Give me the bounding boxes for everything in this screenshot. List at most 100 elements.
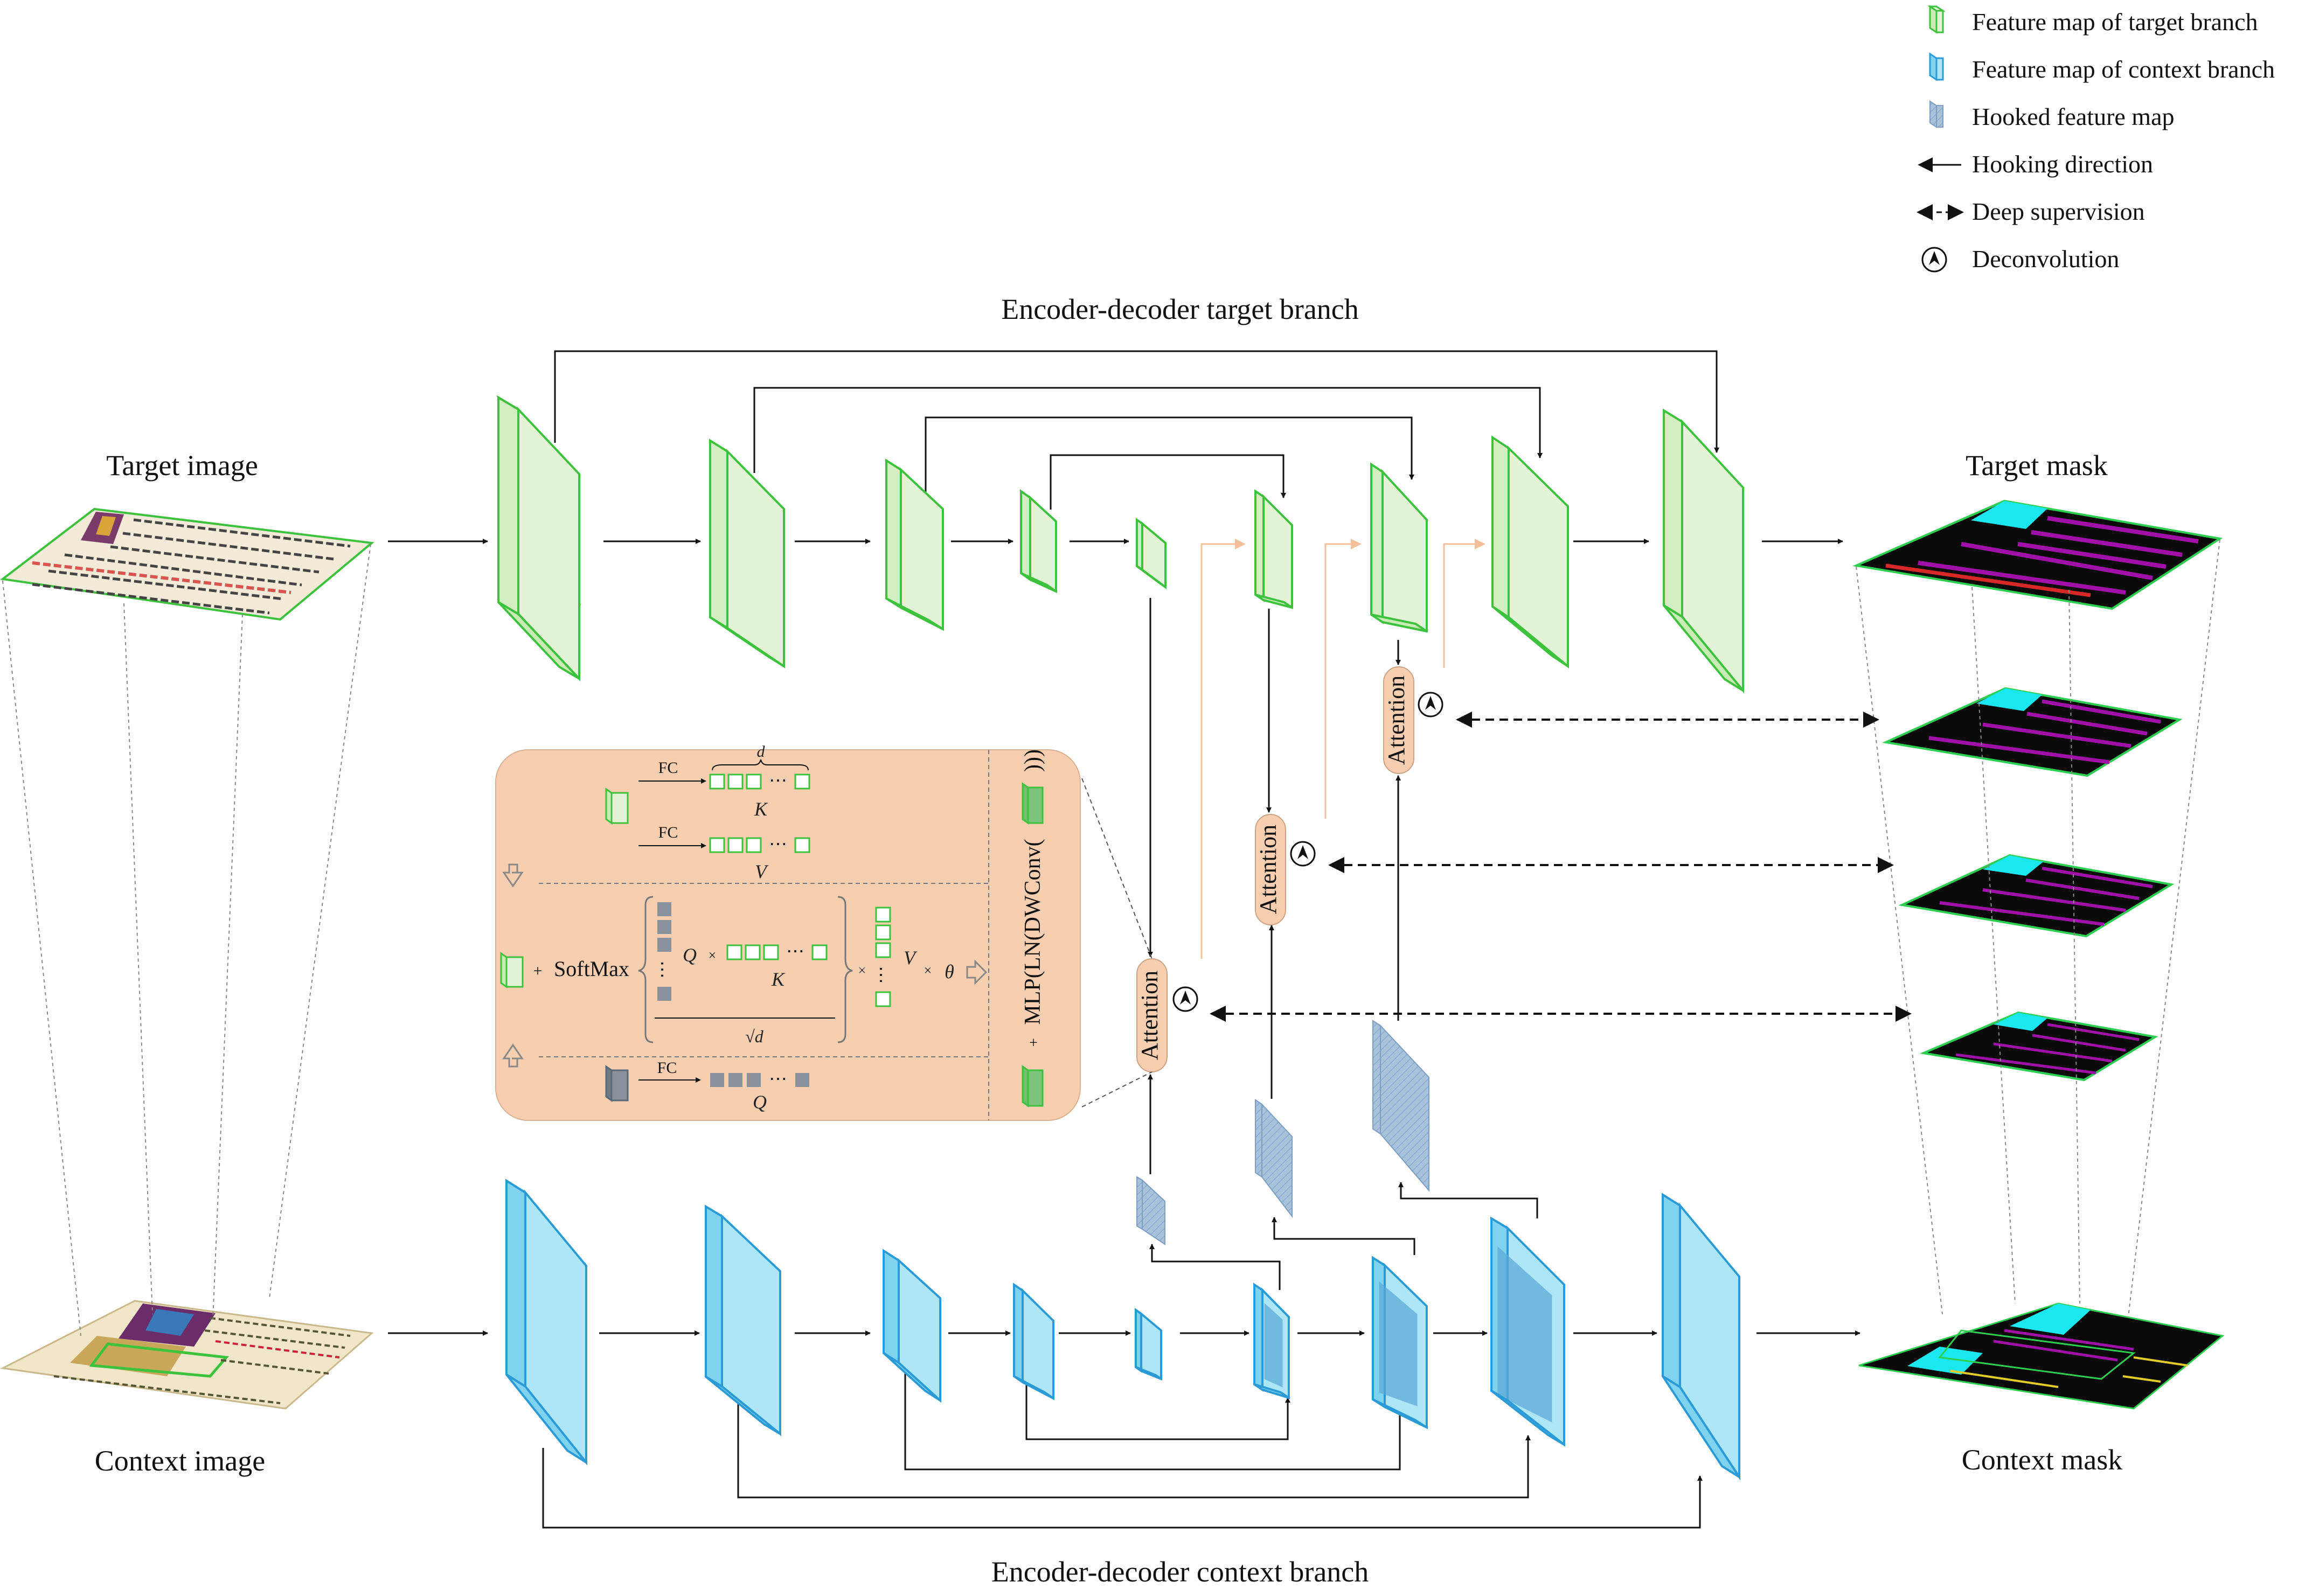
legend-label-deep-supervision: Deep supervision bbox=[1972, 198, 2145, 225]
panel-connector-lines bbox=[1081, 778, 1152, 1107]
target-encoder-map-4 bbox=[1020, 489, 1057, 594]
hollow-arrows bbox=[502, 863, 988, 1068]
ellipsis-v-col: ⋯ bbox=[871, 966, 891, 984]
times-3: × bbox=[924, 963, 932, 978]
times-2: × bbox=[858, 963, 866, 978]
deep-supervision-mask-2 bbox=[1898, 854, 2175, 938]
sqrt-d-label: √d bbox=[745, 1027, 764, 1046]
target-decoder-map-2 bbox=[1370, 462, 1428, 633]
context-decoder-map-1 bbox=[1253, 1283, 1290, 1399]
blue-box-icon bbox=[1929, 52, 1944, 81]
mlp-close-label: ))) bbox=[1020, 749, 1045, 772]
softmax-formula: + SoftMax ⋯ Q × ⋯ K √d × bbox=[500, 896, 954, 1046]
target-encoder-map-2 bbox=[709, 438, 785, 668]
hooking-arrows bbox=[1149, 1182, 1538, 1290]
q-col-label: Q bbox=[683, 944, 697, 966]
legend-label-hooking: Hooking direction bbox=[1972, 150, 2153, 178]
mlp-plus-sign: + bbox=[1029, 1035, 1038, 1051]
target-encoder-map-1 bbox=[496, 395, 581, 682]
times-1: × bbox=[709, 947, 717, 963]
query-row: FC ⋯ Q bbox=[605, 1059, 809, 1113]
target-decoder-map-1 bbox=[1254, 489, 1293, 609]
k-label: K bbox=[754, 798, 768, 820]
ellipsis-kt: ⋯ bbox=[786, 942, 804, 961]
context-feature-maps bbox=[505, 1179, 1740, 1481]
target-decoder-map-4 bbox=[1663, 408, 1744, 694]
green-box-icon bbox=[1927, 5, 1946, 34]
attention-block-2: Attention bbox=[1255, 814, 1316, 925]
target-feature-maps bbox=[496, 395, 1744, 694]
attention-label-3: Attention bbox=[1383, 675, 1410, 765]
deconvolution-icon bbox=[1921, 247, 1947, 273]
ellipsis-v: ⋯ bbox=[769, 834, 787, 854]
image-projection-lines bbox=[2, 543, 371, 1336]
context-mask-label: Context mask bbox=[1962, 1444, 2122, 1476]
deep-supervision-mask-3 bbox=[1919, 1011, 2158, 1082]
deconvolution-icon bbox=[1172, 986, 1198, 1012]
mask-projection-lines bbox=[1856, 539, 2220, 1318]
context-bottleneck-map bbox=[1135, 1308, 1162, 1381]
softmax-label: SoftMax bbox=[554, 957, 629, 981]
context-skip-connections bbox=[542, 1363, 1703, 1529]
target-encoder-map-3 bbox=[885, 458, 944, 631]
legend-label-hooked: Hooked feature map bbox=[1972, 103, 2175, 130]
main-flow-arrows bbox=[388, 539, 1860, 1336]
context-image-label: Context image bbox=[95, 1445, 265, 1477]
target-mask-label: Target mask bbox=[1966, 449, 2108, 482]
hooked-map-3 bbox=[1372, 1020, 1429, 1192]
hooked-feature-maps bbox=[1136, 1020, 1429, 1245]
v-col-label: V bbox=[904, 947, 918, 968]
hooked-map-2 bbox=[1255, 1099, 1293, 1218]
attention-detail-panel: FC d ⋯ K FC ⋯ V bbox=[495, 743, 1081, 1121]
deconvolution-icon bbox=[1418, 692, 1443, 717]
ellipsis-q-col: ⋯ bbox=[652, 960, 672, 979]
deconvolution-icon bbox=[1290, 841, 1316, 867]
dim-d-label: d bbox=[757, 743, 766, 761]
context-image bbox=[0, 1300, 374, 1410]
target-bottleneck-map bbox=[1136, 518, 1167, 589]
context-encoder-map-4 bbox=[1013, 1283, 1054, 1400]
legend-label-context: Feature map of context branch bbox=[1972, 55, 2275, 83]
hooked-box-icon bbox=[1929, 100, 1943, 128]
target-skip-connections bbox=[554, 350, 1719, 510]
context-decoder-map-3 bbox=[1490, 1216, 1565, 1447]
legend-label-target: Feature map of target branch bbox=[1972, 8, 2258, 36]
theta-label: θ bbox=[945, 961, 954, 982]
target-mask bbox=[1852, 499, 2223, 610]
target-image bbox=[0, 507, 374, 621]
target-branch-title: Encoder-decoder target branch bbox=[1001, 293, 1359, 325]
context-encoder-map-3 bbox=[883, 1249, 941, 1403]
mlp-column: MLP(LN(DWConv( ))) + bbox=[1020, 749, 1045, 1107]
ellipsis-q: ⋯ bbox=[769, 1069, 787, 1089]
mlp-label: MLP(LN(DWConv( bbox=[1020, 839, 1045, 1024]
ellipsis-k: ⋯ bbox=[769, 771, 787, 791]
attention-block-1: Attention bbox=[1136, 958, 1198, 1072]
context-decoder-map-2 bbox=[1372, 1256, 1428, 1430]
attention-input-arrows bbox=[1148, 598, 1401, 1174]
attention-output-arrows bbox=[1200, 539, 1485, 959]
legend: Feature map of target branch Feature map… bbox=[1917, 5, 2275, 273]
attention-label-2: Attention bbox=[1255, 825, 1281, 914]
deep-supervision-mask-1 bbox=[1882, 687, 2183, 777]
fc-label-v: FC bbox=[658, 824, 678, 841]
context-decoder-map-4 bbox=[1662, 1193, 1740, 1481]
target-decoder-map-3 bbox=[1491, 435, 1569, 669]
attention-label-1: Attention bbox=[1136, 971, 1163, 1060]
context-encoder-map-1 bbox=[505, 1179, 587, 1466]
value-row: FC ⋯ V bbox=[638, 824, 810, 882]
legend-label-deconvolution: Deconvolution bbox=[1972, 245, 2119, 273]
hooked-map-1 bbox=[1136, 1176, 1165, 1245]
target-image-label: Target image bbox=[106, 449, 258, 482]
plus-sign: + bbox=[533, 962, 543, 980]
q-label: Q bbox=[753, 1091, 767, 1113]
v-label: V bbox=[755, 861, 769, 882]
key-row: FC d ⋯ K bbox=[605, 743, 810, 825]
attention-block-3: Attention bbox=[1383, 666, 1443, 774]
context-branch-title: Encoder-decoder context branch bbox=[991, 1556, 1369, 1588]
fc-label-k: FC bbox=[658, 759, 678, 777]
kt-label: K bbox=[771, 968, 786, 990]
context-encoder-map-2 bbox=[705, 1204, 781, 1437]
deep-supervision-arrows bbox=[1210, 712, 1912, 1022]
context-mask bbox=[1858, 1302, 2225, 1410]
